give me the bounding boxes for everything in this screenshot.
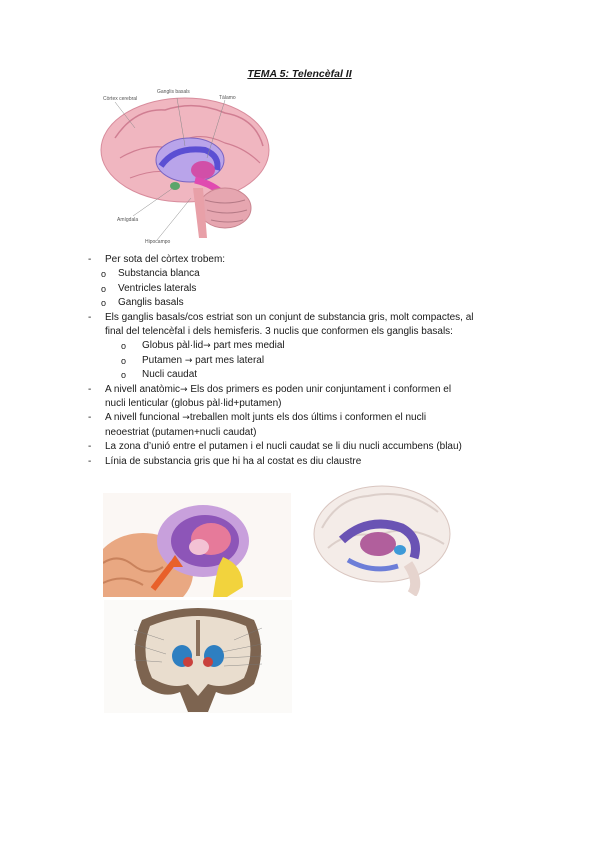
subsub-desc: part mes lateral (192, 354, 265, 366)
subsub-item: o Nucli caudat (88, 368, 518, 382)
bullet-continuation: final del telencèfal i dels hemisferis. … (105, 326, 453, 338)
brain-3d-illustration (313, 485, 451, 597)
label-cortex: Còrtex cerebral (103, 96, 138, 102)
bullet-text-cont: treballen molt junts els dos últims i co… (189, 412, 427, 424)
coronal-section-illustration (104, 600, 292, 713)
subsub-term: Putamen (142, 354, 185, 366)
dash-marker: - (88, 383, 92, 395)
bullet-continuation: nucli lenticular (globus pàl·lid+putamen… (105, 398, 282, 410)
dash-marker: - (88, 412, 92, 424)
bullet-text-cont: Els dos primers es poden unir conjuntame… (187, 383, 452, 395)
circle-marker: o (101, 283, 107, 294)
circle-marker: o (101, 298, 107, 309)
subsub-item: o Globus pàl·lid→ part mes medial (88, 339, 518, 353)
basal-ganglia-cutaway-illustration (93, 493, 291, 613)
subsub-term: Nucli caudat (142, 369, 198, 381)
label-talamo: Tàlamo (219, 95, 236, 101)
sub-item: o Substancia blanca (88, 267, 518, 281)
bullet-text: Per sota del còrtex trobem: (105, 254, 226, 265)
label-amigdala: Amígdala (117, 217, 139, 223)
bullet-item: - A nivell anatòmic→ Els dos primers es … (88, 383, 518, 397)
dash-marker: - (88, 311, 92, 323)
arrow-icon: → (182, 413, 190, 424)
label-hipocampo: Hipocampo (145, 239, 171, 245)
label-ganglis: Ganglis basals (157, 89, 190, 95)
bullet-text: La zona d’unió entre el putamen i el nuc… (105, 441, 462, 453)
dash-marker: - (88, 441, 92, 453)
bullet-text: Els ganglis basals/cos estriat son un co… (105, 311, 474, 323)
brain-3d-figure (308, 478, 462, 597)
circle-marker: o (121, 370, 127, 381)
bullet-text: A nivell funcional (105, 412, 183, 424)
subsub-term: Globus pàl·lid (142, 340, 204, 352)
bullet-item: - Per sota del còrtex trobem: (88, 253, 518, 267)
circle-marker: o (121, 341, 127, 352)
circle-marker: o (101, 269, 107, 280)
subsub-desc: part mes medial (210, 340, 285, 352)
bullet-item: - Els ganglis basals/cos estriat son un … (88, 311, 518, 325)
bullet-text: Línia de substancia gris que hi ha al co… (105, 455, 362, 467)
sub-item: o Ventricles laterals (88, 282, 518, 296)
sub-text: Ventricles laterals (118, 282, 197, 294)
bullet-text: A nivell anatòmic (105, 383, 181, 395)
arrow-icon: → (180, 384, 188, 395)
bullet-item: - A nivell funcional →treballen molt jun… (88, 411, 518, 425)
brain-sagittal-figure: Còrtex cerebral Ganglis basals Tàlamo Am… (95, 88, 285, 250)
dash-marker: - (88, 254, 92, 265)
bullet-continuation: neoestriat (putamen+nucli caudat) (105, 426, 257, 438)
sub-text: Ganglis basals (118, 297, 184, 309)
page-title: TEMA 5: Telencèfal II (247, 68, 352, 80)
dash-marker: - (88, 455, 92, 467)
coronal-section-figure (104, 600, 292, 713)
notes-list: - Per sota del còrtex trobem: o Substanc… (88, 253, 518, 469)
subsub-item: o Putamen → part mes lateral (88, 354, 518, 368)
arrow-icon: → (203, 341, 211, 352)
sub-item: o Ganglis basals (88, 296, 518, 310)
bullet-item: - Línia de substancia gris que hi ha al … (88, 455, 518, 469)
circle-marker: o (121, 355, 127, 366)
sub-text: Substancia blanca (118, 268, 200, 280)
basal-ganglia-cutaway-figure (93, 493, 291, 613)
arrow-icon: → (184, 355, 193, 366)
brain-sagittal-illustration (100, 97, 270, 241)
bullet-item: - La zona d’unió entre el putamen i el n… (88, 440, 518, 454)
